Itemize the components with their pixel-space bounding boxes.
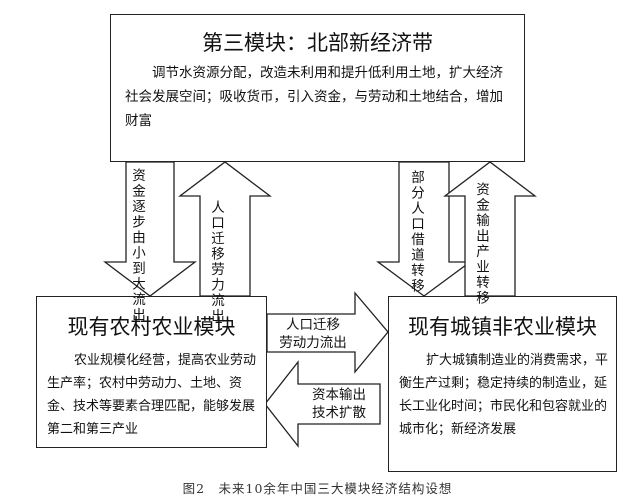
labor-rural-to-urban-line2: 劳动力流出 — [279, 335, 347, 351]
labor-from-rural-label: 人口迁移劳力流出 — [208, 200, 224, 324]
arrow-labor-up-left — [178, 161, 272, 297]
labor-rural-to-urban-label: 人口迁移 劳动力流出 — [270, 316, 356, 352]
top-module-box: 第三模块：北部新经济带 调节水资源分配，改造未利用和提升低利用土地，扩大经济社会… — [110, 14, 525, 162]
capital-urban-to-rural-line2: 技术扩散 — [312, 405, 366, 421]
urban-module-box: 现有城镇非农业模块 扩大城镇制造业的消费需求，平衡生产过剩；稳定持续的制造业，延… — [388, 296, 617, 472]
capital-to-rural-label: 资金逐步由小到大流出 — [129, 168, 145, 323]
urban-module-title: 现有城镇非农业模块 — [408, 315, 597, 339]
arrow-capital-left — [264, 360, 381, 448]
arrow-labor-down-right — [376, 161, 472, 297]
rural-module-box: 现有农村农业模块 农业规模化经营，提高农业劳动生产率；农村中劳动力、土地、资金、… — [36, 296, 267, 448]
rural-module-body: 农业规模化经营，提高农业劳动生产率；农村中劳动力、土地、资金、技术等要素合理匹配… — [47, 353, 257, 437]
capital-urban-to-rural-line1: 资本输出 — [312, 387, 366, 403]
arrow-capital-up-right — [443, 161, 537, 297]
rural-module-title: 现有农村农业模块 — [67, 315, 236, 339]
capital-industry-label: 资金输出产业转移 — [473, 182, 489, 306]
arrow-capital-down-left — [103, 161, 197, 297]
arrow-labor-right — [266, 291, 389, 374]
labor-from-urban-label: 部分人口借道转移 — [408, 170, 424, 294]
figure-caption: 图2 未来10余年中国三大模块经济结构设想 — [182, 481, 453, 496]
urban-module-body: 扩大城镇制造业的消费需求，平衡生产过剩；稳定持续的制造业，延长工业化时间；市民化… — [399, 353, 609, 437]
labor-rural-to-urban-line1: 人口迁移 — [286, 317, 340, 333]
top-module-title: 第三模块：北部新经济带 — [202, 31, 433, 55]
top-module-body: 调节水资源分配，改造未利用和提升低利用土地，扩大经济社会发展空间；吸收货币，引入… — [125, 65, 503, 129]
capital-urban-to-rural-label: 资本输出 技术扩散 — [300, 386, 378, 422]
